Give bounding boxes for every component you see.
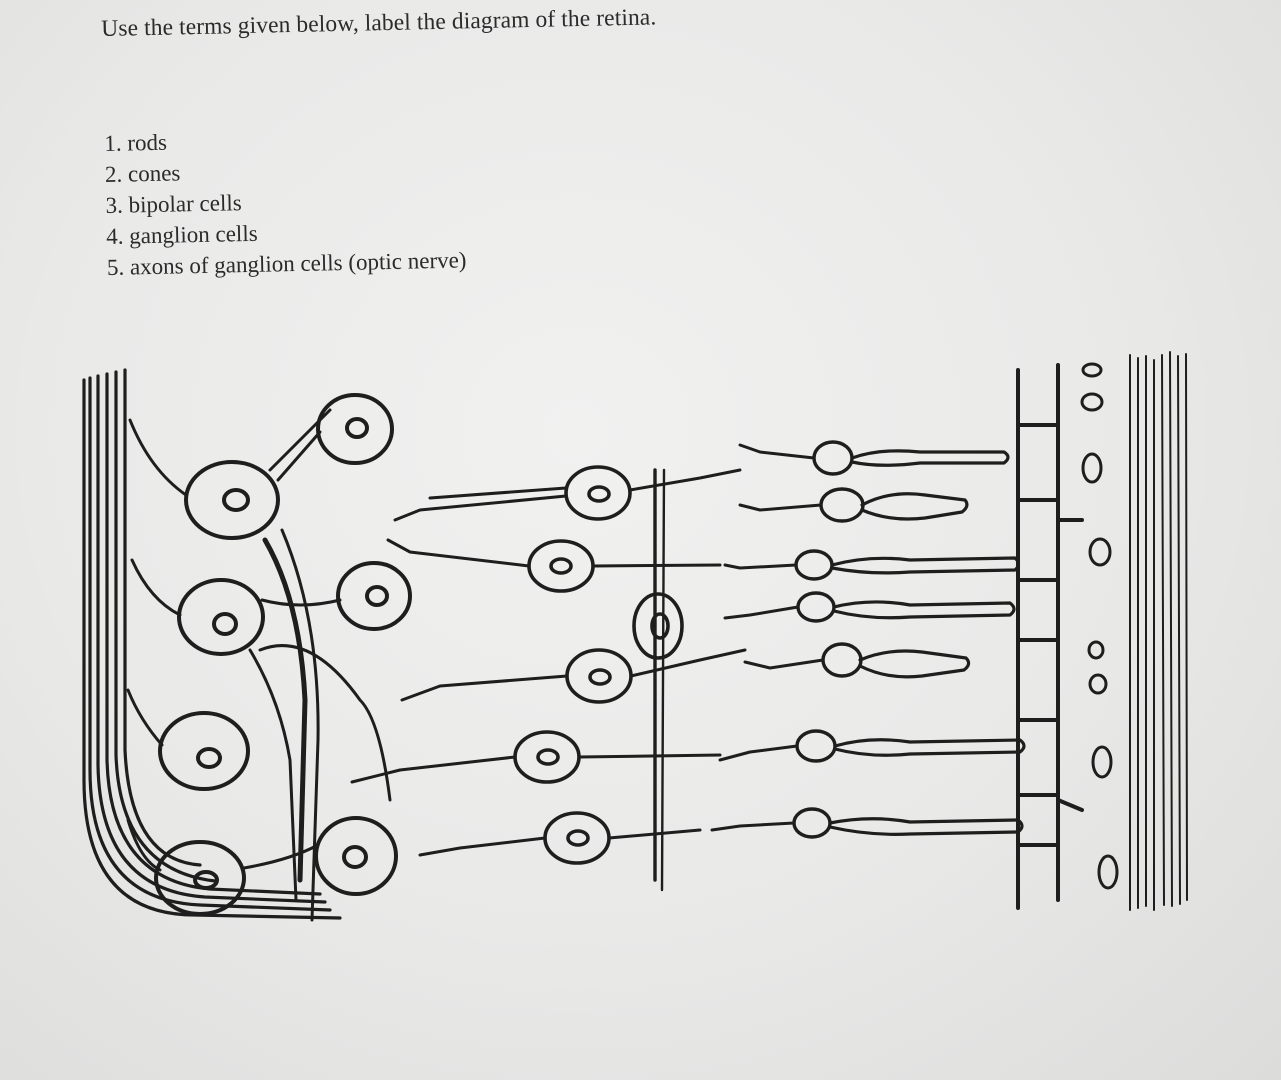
- rod-outer-segments: [830, 451, 1024, 835]
- photoreceptor-fibers: [712, 445, 823, 830]
- bipolar-processes: [352, 470, 745, 890]
- bipolar-cells: [515, 467, 682, 863]
- sclera-fibers: [1130, 352, 1187, 910]
- choroid-granules: [1082, 364, 1117, 888]
- photoreceptor-nuclei: [794, 442, 863, 837]
- ganglion-axons: [128, 410, 390, 920]
- pigment-epithelium: [1018, 365, 1082, 908]
- optic-nerve-fibers: [84, 370, 340, 918]
- ganglion-cells: [156, 395, 410, 914]
- cone-outer-segments: [860, 494, 969, 677]
